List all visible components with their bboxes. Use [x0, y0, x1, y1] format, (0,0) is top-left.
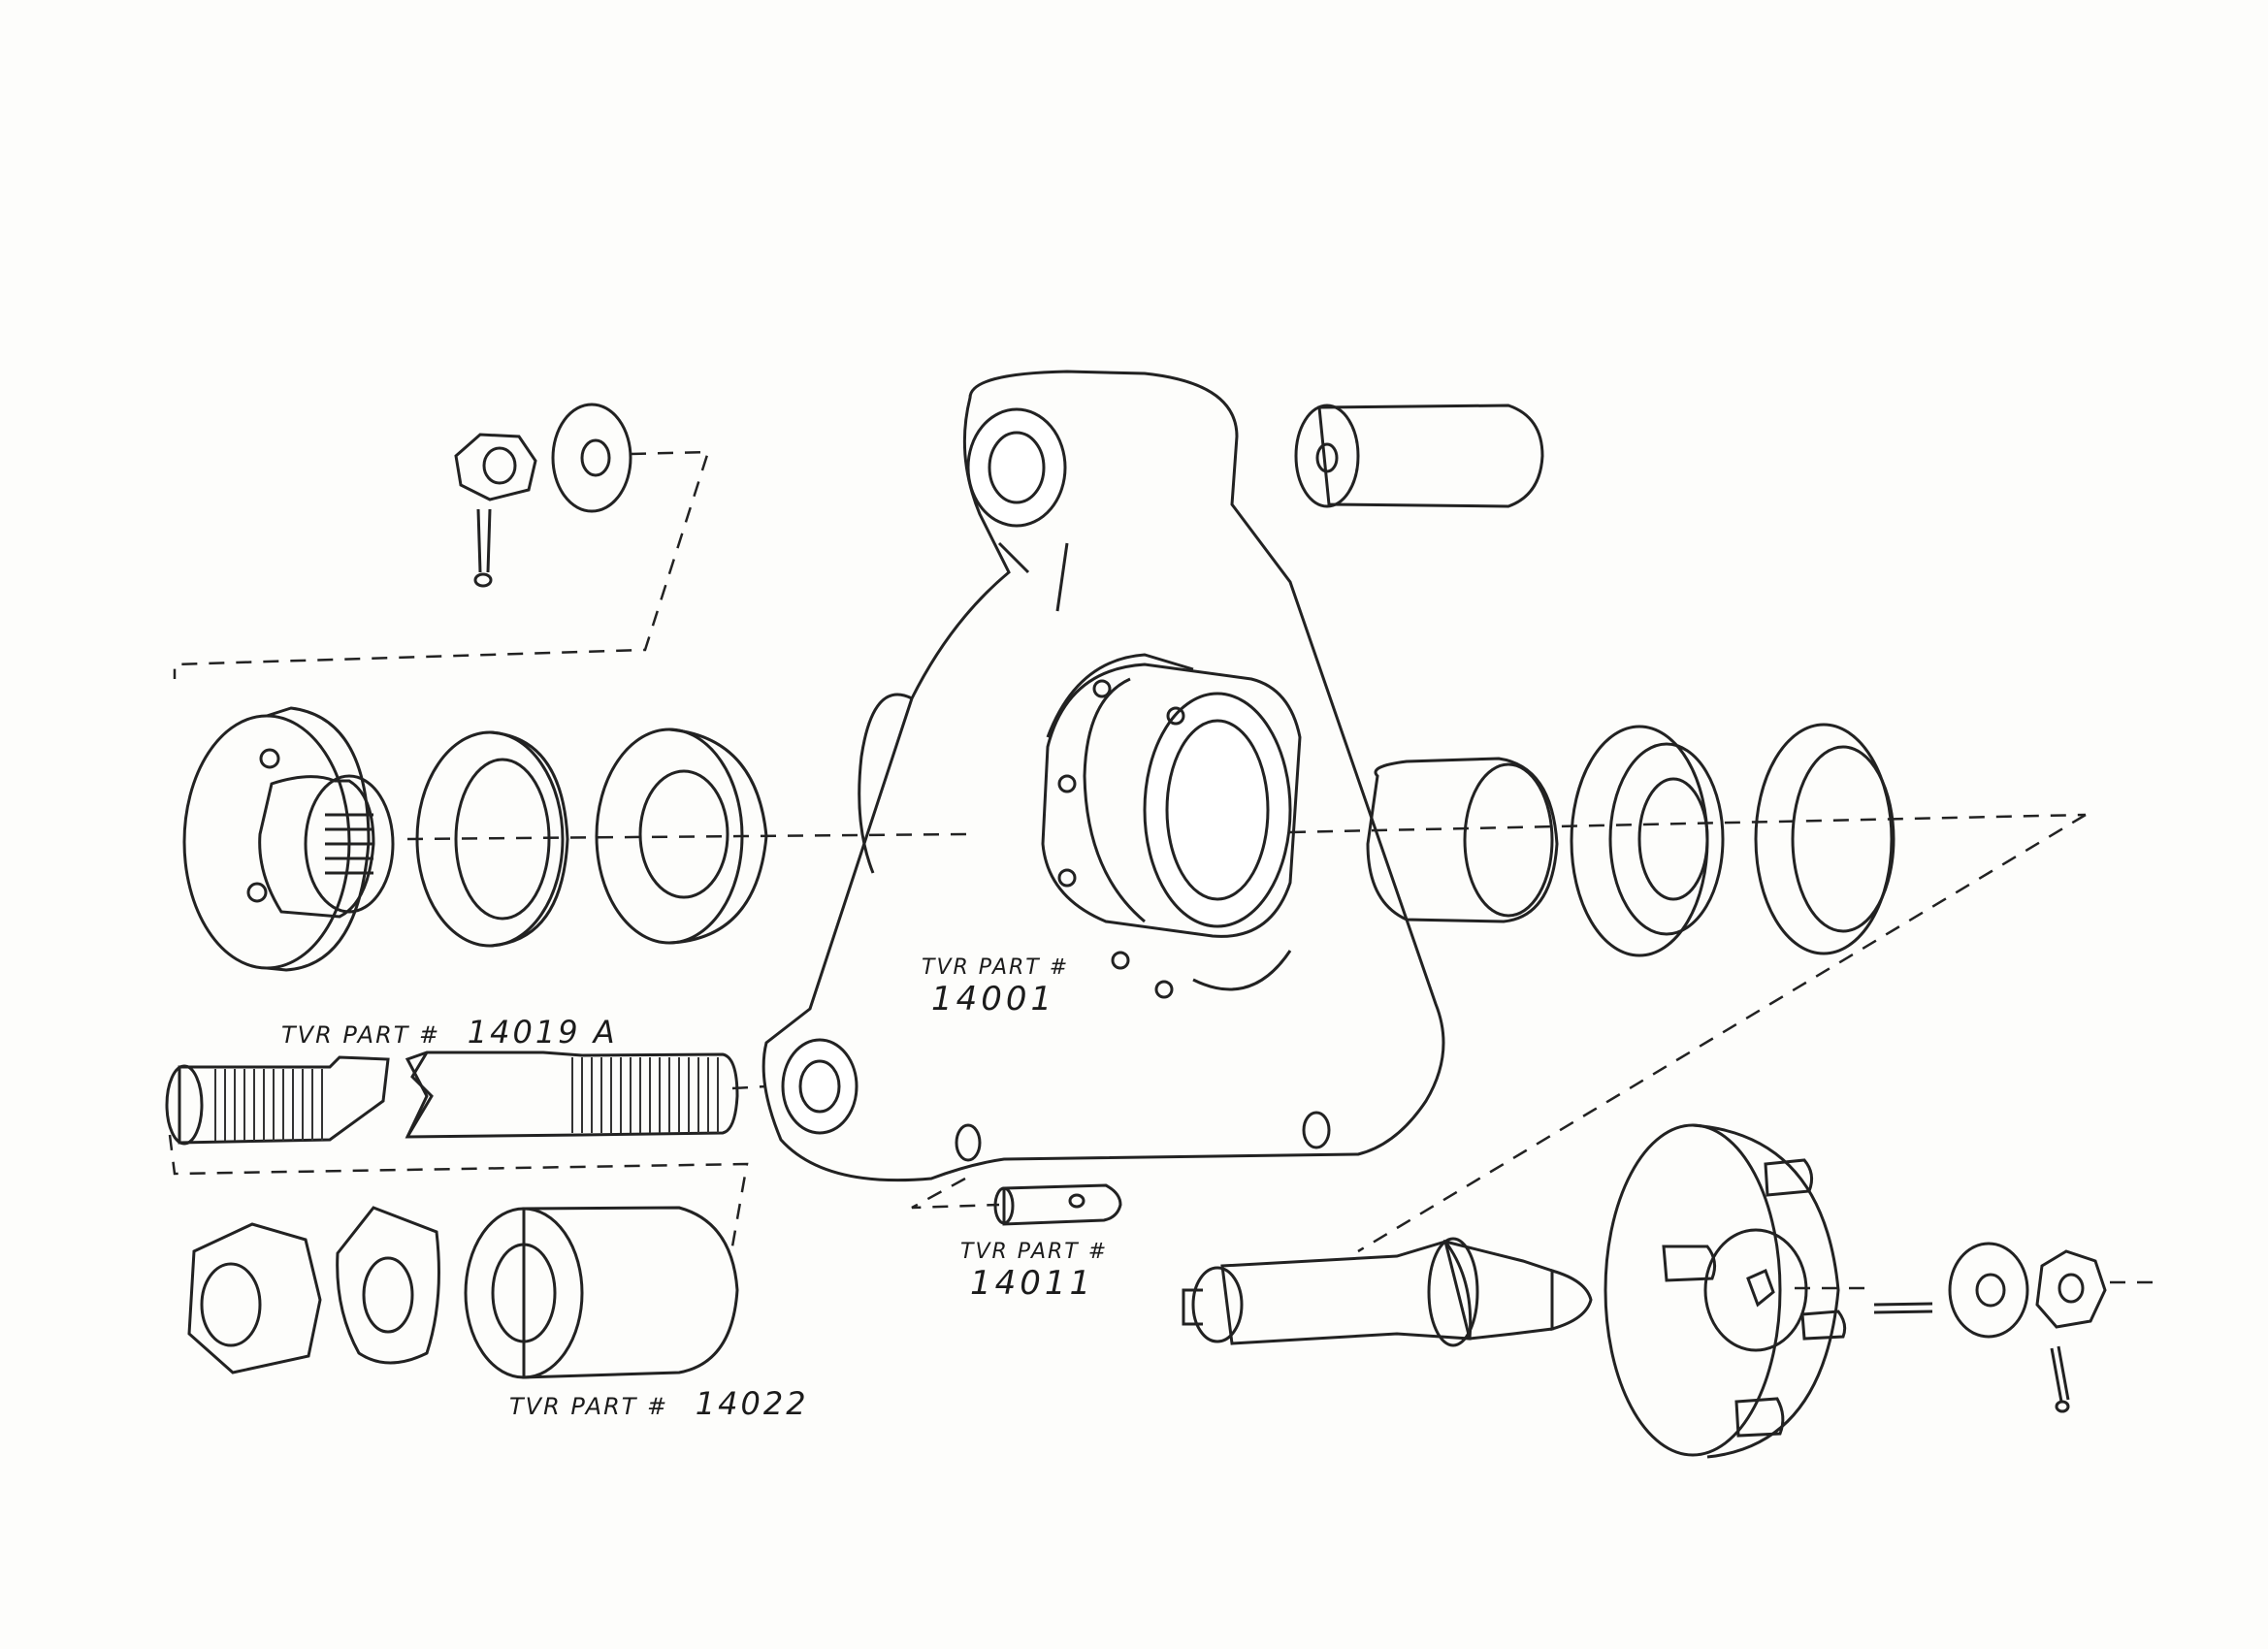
label-pin-number: 14011	[970, 1264, 1095, 1303]
split-pin-top	[473, 508, 493, 588]
cylindrical-bush	[464, 1206, 739, 1379]
label-stud-number: 14019 A	[467, 1014, 618, 1051]
label-main-body: TVR PART # 14001	[922, 955, 1069, 1018]
label-pin-prefix: TVR PART #	[960, 1240, 1109, 1264]
flange-screw-icon	[1057, 774, 1077, 793]
top-right-sleeve	[1294, 404, 1544, 508]
threaded-stud	[165, 1051, 739, 1146]
lower-lug-holes	[955, 1111, 1331, 1162]
top-eye-bore	[966, 407, 1067, 528]
wheel-hub-disc	[1604, 1123, 1840, 1459]
label-stud: TVR PART # 14019 A	[281, 1014, 618, 1051]
main-triangle-housing	[761, 370, 1445, 1182]
right-spacer-sleeve	[1366, 757, 1559, 923]
split-pin-right	[1873, 1302, 1933, 1314]
flange-screw-icon	[1154, 980, 1174, 999]
stud-thread-right	[571, 1057, 719, 1133]
wheel-studs	[1662, 1158, 1847, 1438]
label-pin: TVR PART # 14011	[960, 1240, 1108, 1303]
castle-nut-right	[2035, 1249, 2107, 1329]
flange-screw-icon	[1092, 679, 1112, 698]
washer-right	[1948, 1242, 2029, 1339]
right-bearing-ring	[1754, 723, 1895, 955]
right-bearing-cone	[1570, 725, 1725, 957]
flange-screw-icon	[1166, 706, 1185, 726]
label-bush-prefix: TVR PART #	[509, 1393, 669, 1420]
flange-screw-icon	[1111, 951, 1130, 970]
stub-axle	[1182, 1237, 1593, 1347]
split-pin-small	[2050, 1345, 2070, 1413]
label-bush-number: 14022	[695, 1385, 809, 1422]
washer-top	[551, 403, 632, 513]
hex-nut-bottom	[187, 1222, 322, 1374]
flange-screw-icon	[1057, 868, 1077, 888]
label-stud-prefix: TVR PART #	[281, 1021, 441, 1049]
mounting-flange	[1046, 653, 1292, 999]
hub-boss	[1041, 663, 1302, 938]
label-main-body-prefix: TVR PART #	[922, 955, 1070, 980]
label-bush: TVR PART # 14022	[509, 1385, 809, 1422]
tab-washer-bottom	[336, 1206, 440, 1365]
left-bearing-ring	[415, 730, 569, 948]
stud-thread-left	[214, 1069, 323, 1141]
label-main-body-number: 14001	[931, 980, 1056, 1018]
castle-nut-top	[454, 433, 537, 501]
bottom-eye-bore	[781, 1038, 859, 1135]
cross-pin	[993, 1183, 1122, 1226]
left-flanged-hub	[182, 706, 395, 972]
